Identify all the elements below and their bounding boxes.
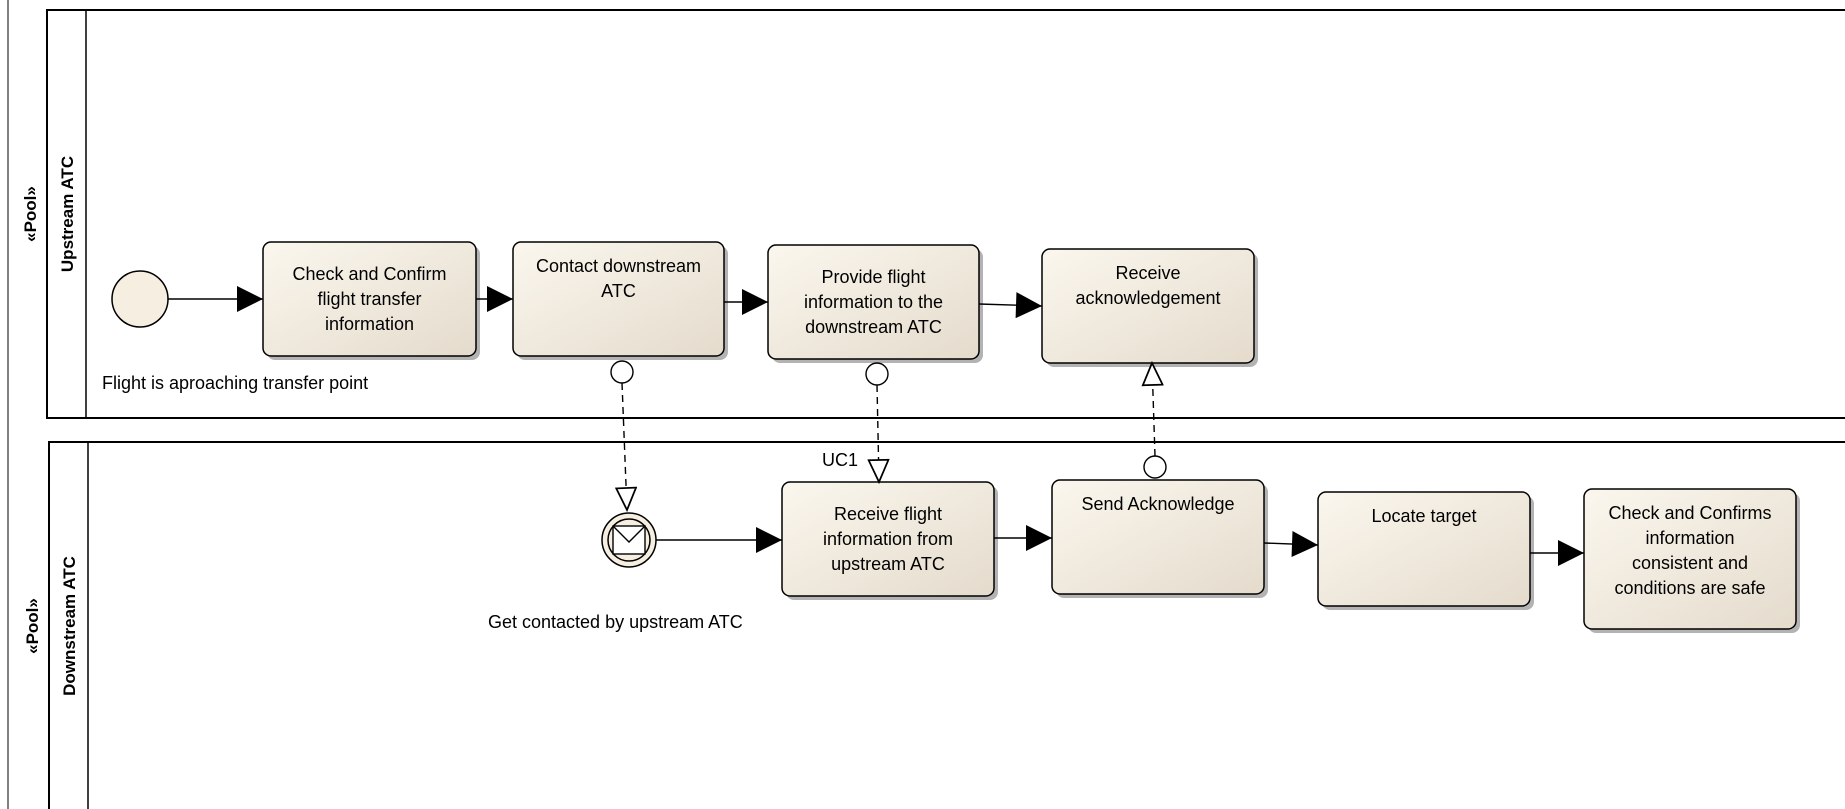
task-check-and-confirm[interactable] — [262, 241, 480, 360]
message-flow-label: UC1 — [822, 450, 858, 470]
task-label: Send Acknowledge — [1081, 494, 1235, 514]
pool-stereotype-label: «Pool» — [21, 186, 40, 242]
task-label: Contact downstream ATC — [535, 256, 702, 301]
task-provide-flight-info[interactable] — [767, 244, 983, 363]
message-flow-uc1 — [865, 362, 888, 482]
pool-stereotype-label: «Pool» — [23, 598, 42, 654]
message-flow — [610, 360, 633, 510]
task-label: Check and Confirms information consisten… — [1608, 503, 1772, 598]
pool-name-label: Upstream ATC — [58, 156, 77, 272]
task-receive-flight-info[interactable] — [781, 481, 998, 600]
envelope-icon — [612, 525, 646, 555]
sequence-flow — [978, 292, 1043, 319]
start-event-label: Flight is aproaching transfer point — [102, 373, 369, 393]
message-start-event-label: Get contacted by upstream ATC — [488, 612, 743, 632]
task-locate-target[interactable] — [1317, 491, 1534, 610]
task-check-and-confirms[interactable] — [1583, 488, 1800, 633]
task-label: Check and Confirm flight transfer inform… — [292, 263, 447, 334]
start-event[interactable] — [111, 270, 169, 328]
task-contact-downstream-atc[interactable] — [512, 241, 728, 360]
task-label: Provide flight information to the downst… — [803, 266, 944, 337]
task-send-acknowledge[interactable] — [1051, 479, 1268, 598]
message-start-event[interactable] — [601, 512, 657, 568]
sequence-flow — [1263, 531, 1319, 558]
task-label: Receive flight information from upstream… — [822, 503, 954, 574]
task-label: Receive acknowledgement — [1075, 263, 1221, 308]
message-flow — [1144, 363, 1167, 479]
task-label: Locate target — [1371, 506, 1477, 526]
task-receive-acknowledgement[interactable] — [1041, 248, 1258, 367]
pool-name-label: Downstream ATC — [60, 556, 79, 696]
